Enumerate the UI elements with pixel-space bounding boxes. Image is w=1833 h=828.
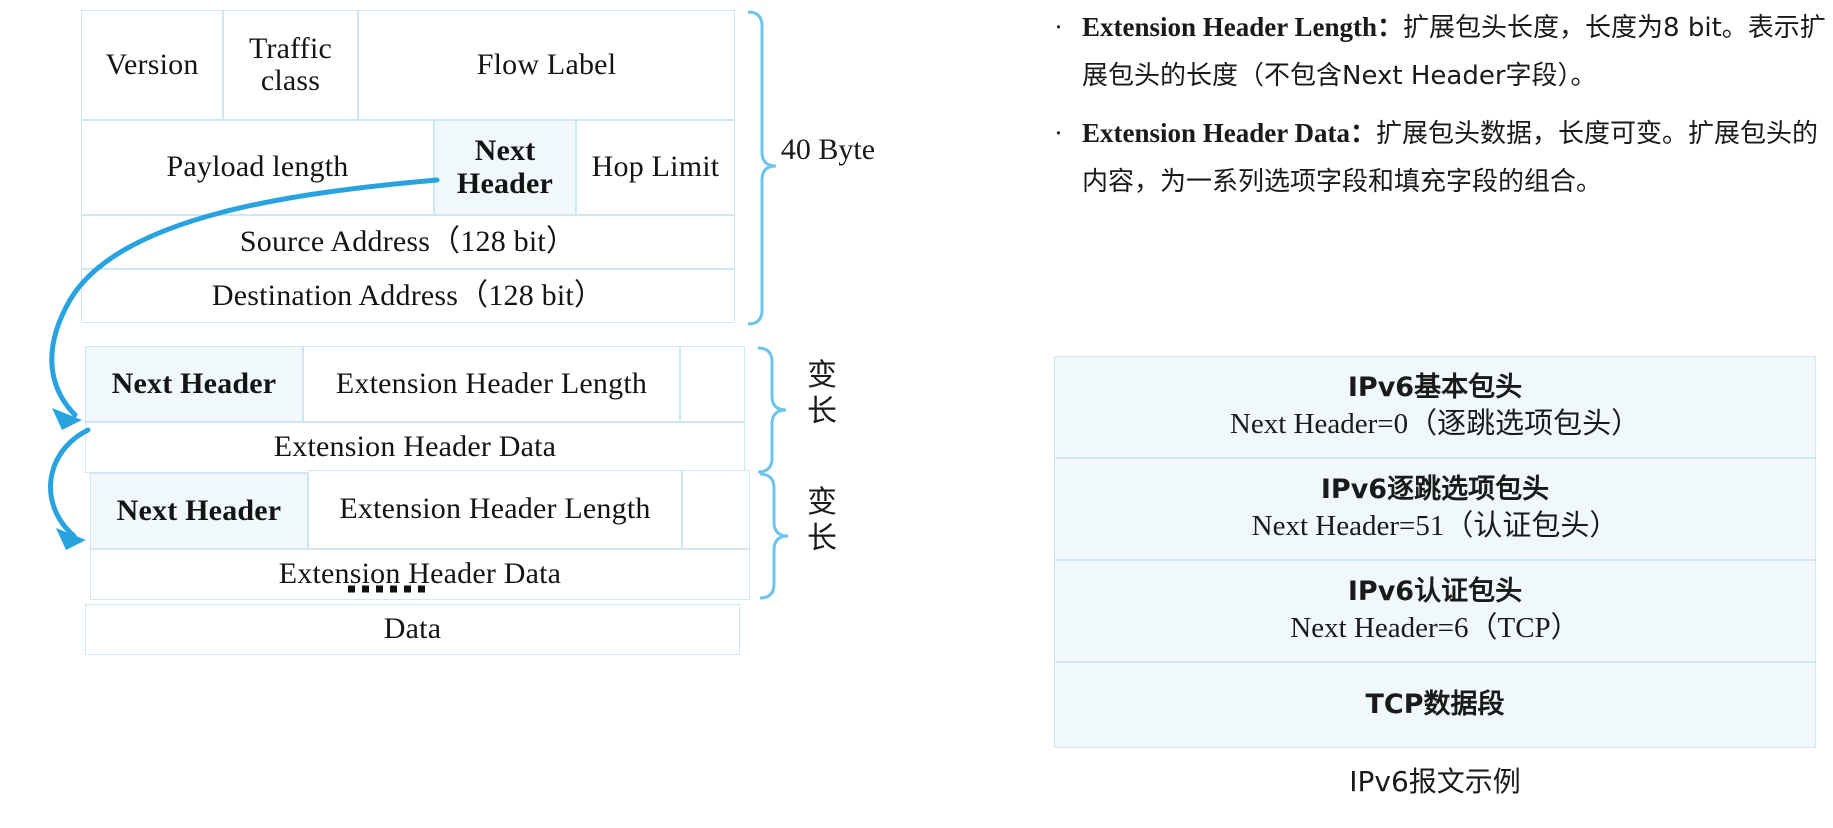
example-row-0: IPv6基本包头 Next Header=0（逐跳选项包头） <box>1054 356 1816 458</box>
ext1-size-char-1: 变 <box>807 358 837 393</box>
header-field-traffic-class-label: Traffic class <box>248 31 333 97</box>
header-field-source-address-label: Source Address（128 bit） <box>239 224 577 258</box>
ext2-length-label: Extension Header Length <box>339 492 651 526</box>
ext2-size-char-1: 变 <box>807 485 837 520</box>
header-field-destination-address: Destination Address（128 bit） <box>81 269 735 323</box>
brace-base-header <box>747 10 777 326</box>
bullet-marker-icon-2: · <box>1054 118 1063 148</box>
ext2-next-header: Next Header <box>90 473 308 549</box>
arrow-ext1-to-ext2 <box>48 427 91 539</box>
ext1-data-label: Extension Header Data <box>273 430 557 464</box>
ext2-next-header-label: Next Header <box>116 493 282 527</box>
arrow-head-ext2 <box>56 528 86 550</box>
header-field-destination-address-label: Destination Address（128 bit） <box>211 278 605 312</box>
header-field-hop-limit: Hop Limit <box>576 120 735 215</box>
example-row-0-detail: Next Header=0（逐跳选项包头） <box>1229 408 1641 440</box>
example-row-2: IPv6认证包头 Next Header=6（TCP） <box>1054 560 1816 662</box>
base-header-size-label: 40 Byte <box>780 132 876 168</box>
example-row-1-detail: Next Header=51（认证包头） <box>1251 510 1619 542</box>
ext2-size-char-2: 长 <box>807 521 837 556</box>
ext1-length: Extension Header Length <box>303 346 680 422</box>
example-caption: IPv6报文示例 <box>1349 765 1521 798</box>
example-row-2-title: IPv6认证包头 <box>1347 576 1523 607</box>
header-field-flow-label-label: Flow Label <box>476 47 617 81</box>
header-field-flow-label: Flow Label <box>358 10 735 120</box>
ext1-size-label: 变 长 <box>805 358 839 430</box>
example-row-0-title: IPv6基本包头 <box>1347 372 1523 403</box>
bullet-term-extension-header-length: Extension Header Length <box>1082 12 1378 42</box>
header-field-hop-limit-label: Hop Limit <box>591 150 720 184</box>
header-field-payload-length: Payload length <box>81 120 434 215</box>
explanation-bullets: · Extension Header Length：扩展包头长度，长度为8 bi… <box>1048 4 1828 216</box>
bullet-colon-2: ： <box>1350 119 1377 149</box>
header-field-source-address: Source Address（128 bit） <box>81 215 735 269</box>
example-row-3-title: TCP数据段 <box>1365 689 1505 720</box>
bullet-extension-header-data: · Extension Header Data：扩展包头数据，长度可变。扩展包头… <box>1048 110 1828 206</box>
ext1-right-pad <box>680 346 745 422</box>
example-row-1-title: IPv6逐跳选项包头 <box>1320 474 1550 505</box>
header-field-next-header-label: Next Header <box>456 134 554 200</box>
example-row-3: TCP数据段 <box>1054 662 1816 748</box>
ext1-size-char-2: 长 <box>807 394 837 429</box>
arrow-head-ext1 <box>52 408 82 430</box>
ext1-next-header-label: Next Header <box>111 366 277 400</box>
example-row-1: IPv6逐跳选项包头 Next Header=51（认证包头） <box>1054 458 1816 560</box>
ext1-next-header: Next Header <box>85 346 303 422</box>
bullet-body-extension-header-data: 扩展包头数据，长度可变。扩展包头的内容，为一系列选项字段和填充字段的组合。 <box>1082 119 1819 197</box>
bullet-extension-header-length: · Extension Header Length：扩展包头长度，长度为8 bi… <box>1048 4 1828 100</box>
ext2-right-pad <box>682 470 750 549</box>
ext2-size-label: 变 长 <box>805 485 839 557</box>
ext1-length-label: Extension Header Length <box>335 366 648 400</box>
brace-ext2 <box>759 472 789 600</box>
brace-ext1 <box>757 346 787 474</box>
ext2-data-label: Extension Header Data <box>278 557 562 591</box>
header-field-next-header: Next Header <box>434 120 576 215</box>
header-field-version: Version <box>81 10 223 120</box>
bullet-body-extension-header-length: 扩展包头长度，长度为8 bit。表示扩展包头的长度（不包含Next Header… <box>1082 13 1826 91</box>
header-field-payload-length-label: Payload length <box>166 150 349 184</box>
payload-data-row: Data <box>85 604 740 655</box>
bullet-colon-1: ： <box>1377 13 1404 43</box>
bullet-term-extension-header-data: Extension Header Data <box>1082 118 1350 148</box>
ext2-length: Extension Header Length <box>308 470 682 549</box>
payload-data-label: Data <box>383 612 442 646</box>
base-header-size-line1: 40 <box>780 133 811 166</box>
bullet-marker-icon: · <box>1054 12 1063 42</box>
header-field-traffic-class: Traffic class <box>223 10 358 120</box>
example-row-2-detail: Next Header=6（TCP） <box>1290 612 1580 644</box>
base-header-size-line2: Byte <box>818 133 876 166</box>
header-field-version-label: Version <box>105 47 199 81</box>
ext2-data: Extension Header Data <box>90 549 750 600</box>
ext1-data: Extension Header Data <box>85 422 745 473</box>
